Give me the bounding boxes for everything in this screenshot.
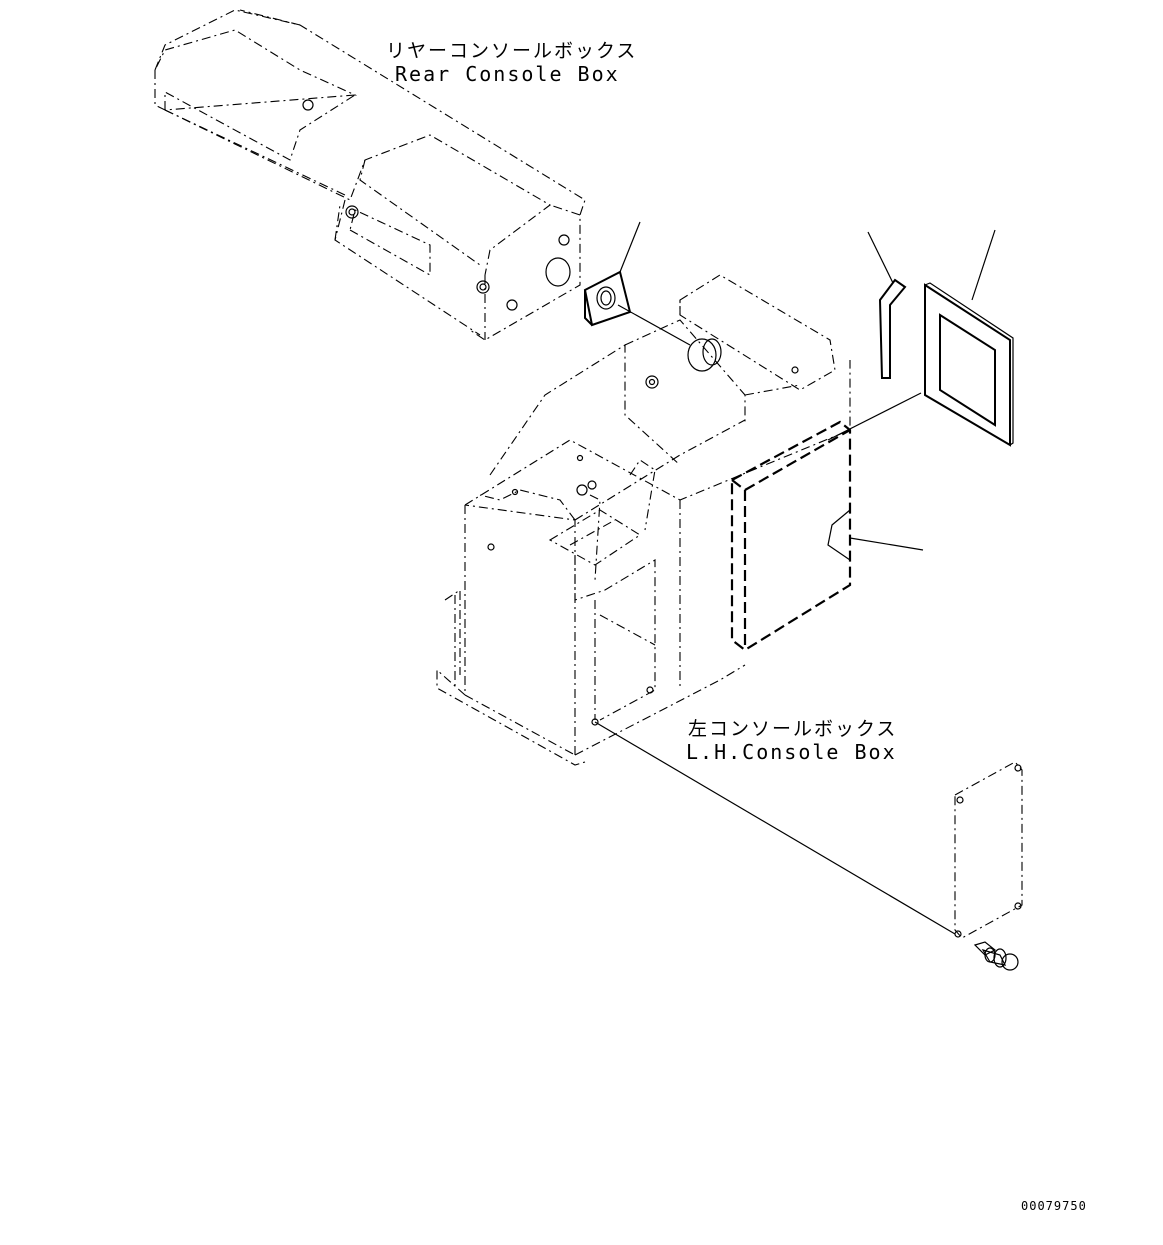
grommet-part — [583, 221, 691, 346]
drawing-number: 00079750 — [1021, 1199, 1087, 1213]
side-panel-part — [730, 420, 924, 652]
cover-plate-part — [594, 721, 1023, 939]
lh-console-box — [436, 274, 851, 766]
bolt-part — [973, 941, 1019, 971]
lh-console-box-label-jp: 左コンソールボックス — [688, 718, 898, 740]
rear-console-box-label-en: Rear Console Box — [395, 62, 620, 86]
rear-console-box-label-jp: リヤーコンソールボックス — [386, 40, 638, 62]
seal-strip-part — [867, 231, 907, 379]
gasket-frame-part — [827, 229, 1014, 447]
lh-console-box-label-en: L.H.Console Box — [686, 740, 897, 764]
rear-console-box — [154, 9, 586, 341]
